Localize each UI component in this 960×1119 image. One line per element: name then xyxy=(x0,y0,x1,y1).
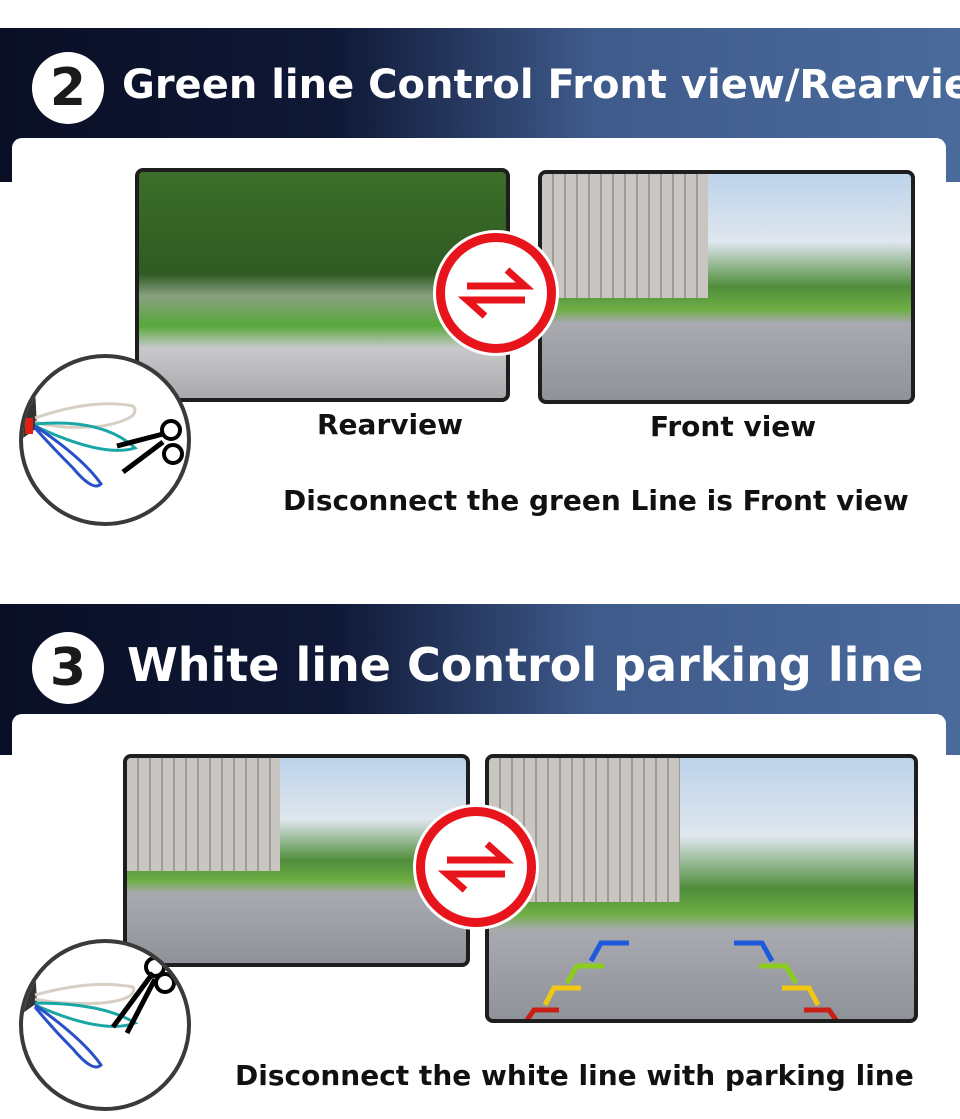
section2-title: Green line Control Front view/Rearview xyxy=(122,62,960,108)
step-number-badge: 3 xyxy=(32,632,104,704)
swap-arrows-icon xyxy=(416,807,536,927)
scissors-icon xyxy=(110,956,176,1035)
rearview-caption: Rearview xyxy=(317,408,463,441)
wire-cut-illustration xyxy=(19,939,191,1111)
wire-cut-illustration xyxy=(19,354,191,526)
section2-instruction: Disconnect the green Line is Front view xyxy=(283,484,909,517)
swap-arrows-icon xyxy=(436,233,556,353)
section3-instruction: Disconnect the white line with parking l… xyxy=(235,1059,914,1092)
section3-title: White line Control parking line xyxy=(127,638,924,692)
scissors-icon xyxy=(116,419,184,474)
camera-view-with-parking-lines xyxy=(485,754,918,1023)
front-view-caption: Front view xyxy=(650,410,817,443)
step-number-badge: 2 xyxy=(32,52,104,124)
front-view-image xyxy=(538,170,915,404)
camera-view-without-lines xyxy=(123,754,470,967)
